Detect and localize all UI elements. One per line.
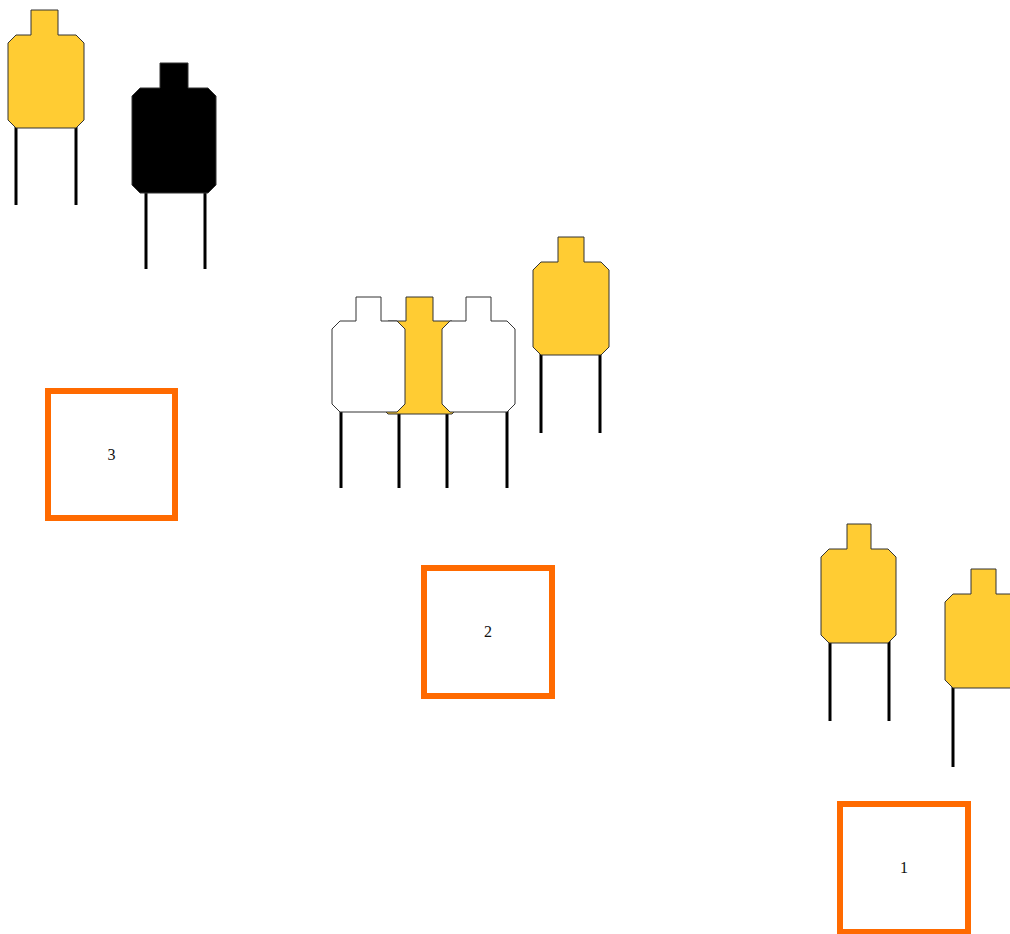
shooting-box: 1: [837, 801, 971, 934]
shoot-target: [821, 524, 896, 643]
shoot-target: [533, 237, 609, 355]
box-number: 3: [108, 445, 116, 464]
shoot-target: [945, 569, 1010, 688]
box-number: 2: [484, 622, 492, 641]
no-shoot-target: [442, 297, 515, 412]
shoot-target: [8, 10, 84, 128]
box-number: 1: [900, 858, 908, 877]
no-shoot-black-target: [132, 63, 216, 193]
no-shoot-target: [332, 297, 405, 412]
shooting-box: 3: [45, 388, 178, 521]
target-stands: [16, 124, 953, 767]
shooting-box: 2: [421, 565, 555, 699]
